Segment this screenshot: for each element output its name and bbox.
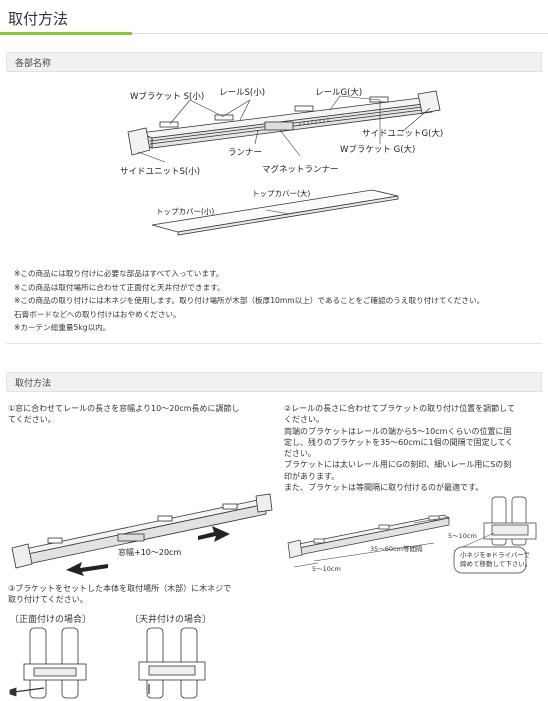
step1-text: ①窓に合わせてレールの長さを窓幅より10〜20cm長めに調節し てください。 <box>8 403 273 426</box>
step2-line: 両端のブラケットはレールの端から5〜10cmくらいの位置に固 <box>284 426 512 436</box>
label-side-unit-s: サイドユニットS(小) <box>120 167 201 177</box>
step2-bracket-diagram <box>287 496 537 574</box>
notes-list: ※この商品には取り付けに必要な部品はすべて入っています。 ※この商品は取付場所に… <box>14 267 534 335</box>
step2-line: ②レールの長さに合わせてブラケットの取り付け位置を調節して <box>284 404 515 413</box>
dim-middle: 35〜60cm等間隔 <box>370 545 423 553</box>
label-top-cover-large: トップカバー(大) <box>252 189 311 198</box>
method-section-heading: 取付方法 <box>15 379 52 389</box>
title-accent-bar <box>0 32 132 35</box>
section-divider <box>6 343 542 344</box>
rail-parts-diagram <box>127 90 441 236</box>
note-item: ※この商品の取り付けには木ネジを使用します。取り付け場所が木部（板厚10mm以上… <box>14 296 485 305</box>
step2-text: ②レールの長さに合わせてブラケットの取り付け位置を調節して ください。 両端のブ… <box>284 403 544 493</box>
method-section-header: 取付方法 <box>6 372 542 392</box>
step2-line: ブラケットには太いレール用にGの刻印、細いレール用にSの刻 <box>284 460 512 470</box>
label-side-unit-g: サイドユニットG(大) <box>362 129 444 139</box>
label-top-cover-small: トップカバー(小) <box>156 207 215 216</box>
dim-end-left: 5〜10cm <box>312 565 341 573</box>
step1-line: てください。 <box>8 415 56 425</box>
step2-line: 定し、残りのブラケットを35〜60cmに1個の間隔で固定してく <box>284 437 514 447</box>
label-rail-s: レールS(小) <box>219 88 266 98</box>
step1-line: ①窓に合わせてレールの長さを窓幅より10〜20cm長めに調節し <box>8 404 240 413</box>
ceiling-mount-diagram <box>138 627 206 699</box>
step3-line: ③ブラケットをセットした本体を取付場所（木部）に木ネジで <box>8 584 232 593</box>
note-item: ※この商品は取付場所に合わせて正面付と天井付ができます。 <box>14 282 225 292</box>
title-divider <box>0 33 548 34</box>
callout-line: 小ネジを⊕ドライバーで <box>460 551 530 559</box>
label-w-bracket-g: Wブラケット G(大) <box>340 145 416 155</box>
page-title: 取付方法 <box>8 10 69 28</box>
parts-section-header: 各部名称 <box>6 52 542 72</box>
step2-line: また、ブラケットは等間隔に取り付けるのが最適です。 <box>284 483 484 493</box>
front-mount-diagram <box>9 627 87 699</box>
dim-end-right: 5〜10cm <box>448 532 477 540</box>
note-item: ※カーテン総重量5kg以内。 <box>14 323 111 332</box>
step3-text: ③ブラケットをセットした本体を取付場所（木部）に木ネジで 取り付けてください。 <box>8 583 273 606</box>
step2-line: ください。 <box>284 415 324 425</box>
mount-ceiling-label: 〔天井付けの場合〕 <box>130 615 212 625</box>
bracket-callout: 小ネジを⊕ドライバーで 締めて移動して下さい。 <box>460 551 531 569</box>
mount-front-label: 〔正面付けの場合〕 <box>10 615 92 625</box>
step2-line: ださい。 <box>284 449 316 459</box>
label-runner: ランナー <box>228 148 263 158</box>
label-w-bracket-s: Wブラケット S(小) <box>130 92 205 102</box>
note-item: 石膏ボードなどへの取り付けはおやめください。 <box>14 309 181 319</box>
label-magnet-runner: マグネットランナー <box>262 165 339 175</box>
step3-line: 取り付けてください。 <box>8 595 88 605</box>
step2-line: 印があります。 <box>284 471 340 481</box>
note-item: ※この商品には取り付けに必要な部品はすべて入っています。 <box>14 269 224 278</box>
parts-section-heading: 各部名称 <box>15 59 52 69</box>
step1-rail-diagram <box>11 493 273 576</box>
callout-line: 締めて移動して下さい。 <box>460 560 532 568</box>
step1-width-label: 窓幅+10〜20cm <box>118 548 182 557</box>
label-rail-g: レールG(大) <box>315 88 363 98</box>
